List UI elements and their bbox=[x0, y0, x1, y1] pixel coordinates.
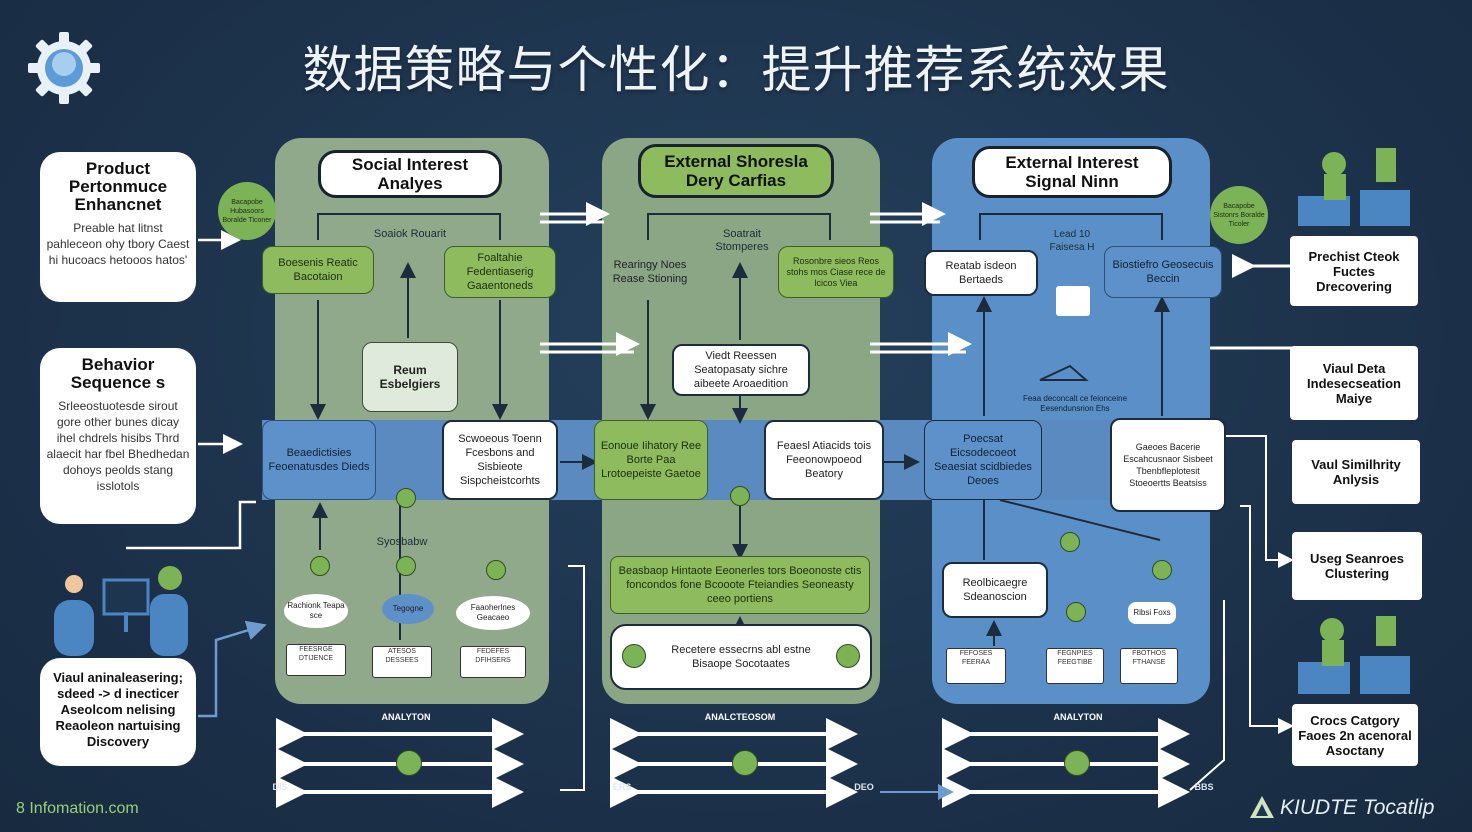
behavior-heading: Behavior Sequence s bbox=[70, 355, 166, 392]
social-oval-1: Rachionk Teapa sce bbox=[284, 594, 348, 628]
behavior-sequence-card: Behavior Sequence s Srleeostuotesde siro… bbox=[40, 348, 196, 524]
external-right-box: Rosonbre sieos Reos stohs mos Ciase rece… bbox=[778, 246, 894, 298]
visual-discovery-card: Viaul aninaleasering; sdeed -> d inectic… bbox=[40, 658, 196, 766]
behavior-text: Srleeostuotesde sirout gore other bunes … bbox=[46, 399, 190, 493]
page-title: 数据策略与个性化：提升推荐系统效果 bbox=[302, 41, 1170, 99]
social-header: Social Interest Analyes bbox=[318, 150, 502, 198]
signal-small-oval: Ribsi Foxs bbox=[1128, 602, 1176, 624]
bottom-icon-2 bbox=[732, 750, 758, 776]
external-bottom-white: Recetere essecrns abl estne Bisaope Soco… bbox=[610, 624, 872, 690]
right-card-2: Viaul Deta Indesecseation Maiye bbox=[1290, 346, 1418, 420]
people-illustration bbox=[46, 560, 196, 656]
product-text: Preable hat litnst pahleceon ohy tbory C… bbox=[46, 221, 190, 267]
signal-mini-1: FEFOSES FEERAA bbox=[946, 648, 1006, 684]
right-info-circle: Bacapobe Sistonrs Boralde Ticoler bbox=[1210, 186, 1268, 244]
social-mini-3: FEDEFES DFIHSERS bbox=[460, 646, 526, 678]
signal-left-box: Reatab isdeon Bertaeds bbox=[924, 250, 1038, 296]
external-avatar-right bbox=[836, 644, 860, 668]
monitor-illustration-top bbox=[1296, 148, 1412, 228]
signal-band-left: Poecsat Eicsodecoeot Seaesiat scidbiedes… bbox=[924, 420, 1042, 500]
document-icon bbox=[1056, 286, 1090, 316]
signal-arrow-text: Feaa deconcalt ce feionceine Eesendunsri… bbox=[1022, 394, 1128, 413]
signal-header: External Interest Signal Ninn bbox=[972, 146, 1172, 198]
external-band-right: Feaesl Atiacids tois Feeonowpoeod Beator… bbox=[764, 420, 884, 500]
right-card-4: Useg Seanroes Clustering bbox=[1292, 532, 1422, 600]
signal-right-box: Biostiefro Geosecuis Beccin bbox=[1104, 246, 1222, 298]
bottom-icon-3 bbox=[1064, 750, 1090, 776]
right-card-5: Crocs Catgory Faoes 2n acenoral Asoctany bbox=[1292, 704, 1418, 766]
social-mini-1: FEESRGE DTIJENCE bbox=[286, 644, 346, 676]
social-footer-label: ANALYTON bbox=[381, 712, 431, 722]
social-oval-2: Tegogne bbox=[382, 594, 434, 624]
bottom-icon-1 bbox=[396, 750, 422, 776]
right-card-1: Prechist Cteok Fuctes Drecovering bbox=[1290, 236, 1418, 306]
external-avatar-left bbox=[622, 644, 646, 668]
bottom-tag-1: DIS bbox=[272, 782, 288, 792]
external-bottom-green: Beasbaop Hintaote Eeonerles tors Boeonos… bbox=[610, 556, 870, 614]
product-enhancement-card: Product Pertonmuce Enhancnet Preable hat… bbox=[40, 152, 196, 302]
social-right-box: Foaltahie Fedentiaserig Gaaentoneds bbox=[444, 246, 556, 298]
signal-node-1 bbox=[1060, 532, 1080, 552]
external-center-box: Viedt Reessen Seatopasaty sichre aibeete… bbox=[672, 344, 810, 396]
social-node-3 bbox=[396, 556, 416, 576]
signal-footer-label: ANALYTON bbox=[1053, 712, 1103, 722]
footer-source: 8 Infomation.com bbox=[16, 800, 139, 817]
social-band-right: Scwoeous Toenn Fcesbons and Sisbieote Si… bbox=[442, 420, 558, 500]
social-center-box: Reum Esbelgiers bbox=[362, 342, 458, 412]
gear-icon bbox=[26, 30, 102, 106]
social-bottom-caption: Syosbabw bbox=[376, 536, 428, 548]
signal-mini-3: FBOTHOS FTHANSE bbox=[1120, 648, 1178, 684]
signal-mini-2: FEGNPIES FEEGTIBE bbox=[1046, 648, 1104, 684]
signal-node-2 bbox=[1152, 560, 1172, 580]
bottom-tag-2: ERS bbox=[612, 782, 632, 792]
signal-node-3 bbox=[1066, 602, 1086, 622]
monitor-illustration-bottom bbox=[1296, 616, 1412, 696]
left-info-circle: Bacapobe Hubasoors Boralde Ticoner bbox=[218, 182, 276, 240]
external-header: External Shoresla Dery Carfias bbox=[638, 144, 834, 198]
visual-heading: Viaul aninaleasering; sdeed -> d inectic… bbox=[53, 670, 183, 749]
social-node-1 bbox=[396, 488, 416, 508]
social-oval-3: Faaoherlnes Geacaeo bbox=[456, 596, 530, 630]
social-node-2 bbox=[310, 556, 330, 576]
social-left-box: Boesenis Reatic Bacotaion bbox=[262, 246, 374, 294]
bottom-tag-3: DEO bbox=[854, 782, 874, 792]
signal-top-label: Lead 10 Faisesa H bbox=[1049, 229, 1095, 253]
external-footer-label: ANALCTEOSOM bbox=[704, 712, 776, 722]
external-band-left: Eonoue Iihatory Ree Borte Paa Lrotoepeis… bbox=[594, 420, 708, 500]
product-heading: Product Pertonmuce Enhancnet bbox=[68, 159, 168, 214]
social-mini-2: ATESOS DESSEES bbox=[372, 646, 432, 678]
footer-brand: KIUDTE Tocatlip bbox=[1280, 796, 1435, 819]
social-top-label: Soaiok Rouarit bbox=[373, 228, 447, 240]
external-left-box: Rearingy Noes Rease Stioning bbox=[612, 259, 688, 285]
signal-lower-box: Reolbicaegre Sdeanoscion bbox=[942, 562, 1048, 618]
social-node-4 bbox=[486, 560, 506, 580]
bottom-tag-4: BBS bbox=[1194, 782, 1214, 792]
social-band-left: Beaedictisies Feoenatusdes Dieds bbox=[262, 420, 376, 500]
external-top-label: Soatrait Stomperes bbox=[715, 228, 769, 253]
brand-logo-icon bbox=[1248, 794, 1276, 820]
external-node-1 bbox=[730, 486, 750, 506]
signal-band-right: Gaeoes Bacerie Escahcusnaor Sisbeet Tben… bbox=[1110, 418, 1226, 512]
right-card-3: Vaul Similhrity Anlysis bbox=[1292, 440, 1420, 504]
